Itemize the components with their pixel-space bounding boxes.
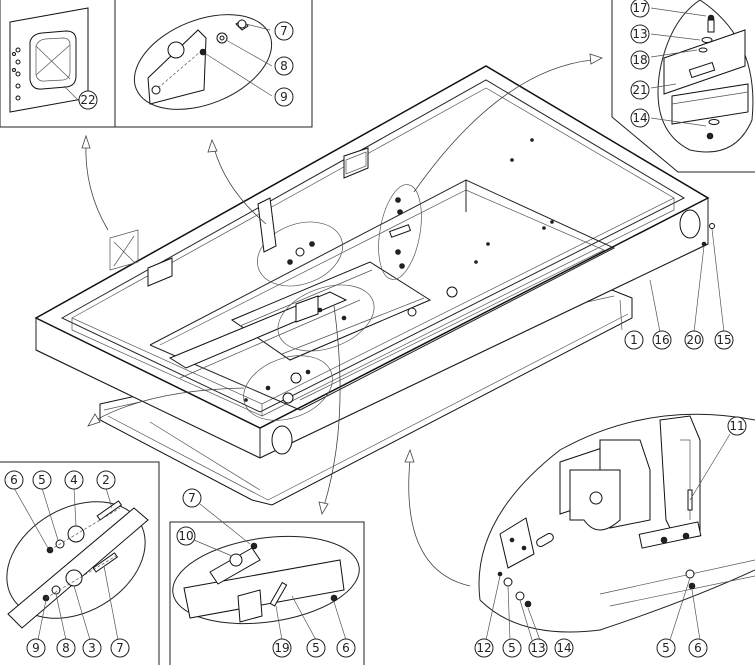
callout-14-label: 14 xyxy=(632,111,647,125)
callout-16: 16 xyxy=(652,330,672,350)
callout-6-middle: 6 xyxy=(336,638,356,658)
callout-1: 1 xyxy=(624,330,644,350)
callout-6: 6 xyxy=(4,470,24,490)
callout-2: 2 xyxy=(96,470,116,490)
callout-12-label: 12 xyxy=(476,641,491,655)
detail-panel-crossmember-fasteners: 7 10 19 5 6 xyxy=(169,488,365,665)
callout-7-middle: 7 xyxy=(182,488,202,508)
callout-9-label: 9 xyxy=(280,90,288,104)
callout-20: 20 xyxy=(684,330,704,350)
callout-7-label: 7 xyxy=(280,24,288,38)
callout-10: 10 xyxy=(176,526,196,546)
callout-10-label: 10 xyxy=(178,529,193,543)
detail-panel-rail-fasteners: 17 13 18 21 14 xyxy=(611,0,755,173)
callout-6-middle-label: 6 xyxy=(342,641,350,655)
callout-14-bottom: 14 xyxy=(554,638,574,658)
vent-exploded-ghost xyxy=(109,229,139,271)
detail-panel-leg-bracket: 11 12 5 13 14 5 6 xyxy=(474,413,755,658)
callout-3-label: 3 xyxy=(88,641,96,655)
callout-12: 12 xyxy=(474,638,494,658)
detail-panel-vent: 22 xyxy=(0,0,313,128)
callout-5-middle: 5 xyxy=(306,638,326,658)
detail-panel-bracket-fasteners: 7 8 9 xyxy=(133,14,294,110)
callout-18: 18 xyxy=(630,50,650,70)
callout-6-right-label: 6 xyxy=(694,641,702,655)
callout-5: 5 xyxy=(32,470,52,490)
callout-19: 19 xyxy=(272,638,292,658)
callout-17-label: 17 xyxy=(632,1,647,15)
callout-7-middle-label: 7 xyxy=(188,491,196,505)
callout-14: 14 xyxy=(630,108,650,128)
callout-16-label: 16 xyxy=(654,333,669,347)
callout-13-bottom-label: 13 xyxy=(530,641,545,655)
callout-8-bottom-label: 8 xyxy=(62,641,70,655)
callout-13-label: 13 xyxy=(632,27,647,41)
callout-7: 7 xyxy=(274,21,294,41)
detail-panel-floor-fasteners: 6 5 4 2 9 8 3 7 xyxy=(0,461,160,665)
callout-5-right-a-label: 5 xyxy=(508,641,516,655)
callout-15: 15 xyxy=(714,330,734,350)
callout-9: 9 xyxy=(274,87,294,107)
callout-1-label: 1 xyxy=(630,333,638,347)
callout-17: 17 xyxy=(630,0,650,18)
callout-5-right-a: 5 xyxy=(502,638,522,658)
callout-5-middle-label: 5 xyxy=(312,641,320,655)
callout-7-bottom: 7 xyxy=(110,638,130,658)
callout-22: 22 xyxy=(78,90,98,110)
callout-4: 4 xyxy=(64,470,84,490)
callout-13: 13 xyxy=(630,24,650,44)
callout-9-bottom-label: 9 xyxy=(32,641,40,655)
callout-6-right: 6 xyxy=(688,638,708,658)
callout-5-label: 5 xyxy=(38,473,46,487)
callout-13-bottom: 13 xyxy=(528,638,548,658)
callout-14-bottom-label: 14 xyxy=(556,641,571,655)
callout-3: 3 xyxy=(82,638,102,658)
exploded-view-arrows xyxy=(81,53,603,587)
callout-11-label: 11 xyxy=(729,419,744,433)
callout-18-label: 18 xyxy=(632,53,647,67)
callout-22-label: 22 xyxy=(80,93,95,107)
callout-20-label: 20 xyxy=(686,333,701,347)
callout-5-right-b-label: 5 xyxy=(662,641,670,655)
main-frame-assembly: 1 16 20 15 xyxy=(34,65,734,506)
callout-8: 8 xyxy=(274,56,294,76)
callout-9-bottom: 9 xyxy=(26,638,46,658)
callout-2-label: 2 xyxy=(102,473,110,487)
callout-8-bottom: 8 xyxy=(56,638,76,658)
callout-8-label: 8 xyxy=(280,59,288,73)
callout-7-bottom-label: 7 xyxy=(116,641,124,655)
callout-6-label: 6 xyxy=(10,473,18,487)
callout-5-right-b: 5 xyxy=(656,638,676,658)
callout-4-label: 4 xyxy=(70,473,78,487)
callout-21-label: 21 xyxy=(632,83,647,97)
callout-15-label: 15 xyxy=(716,333,731,347)
callout-11: 11 xyxy=(727,416,747,436)
callout-21: 21 xyxy=(630,80,650,100)
callout-19-label: 19 xyxy=(274,641,289,655)
